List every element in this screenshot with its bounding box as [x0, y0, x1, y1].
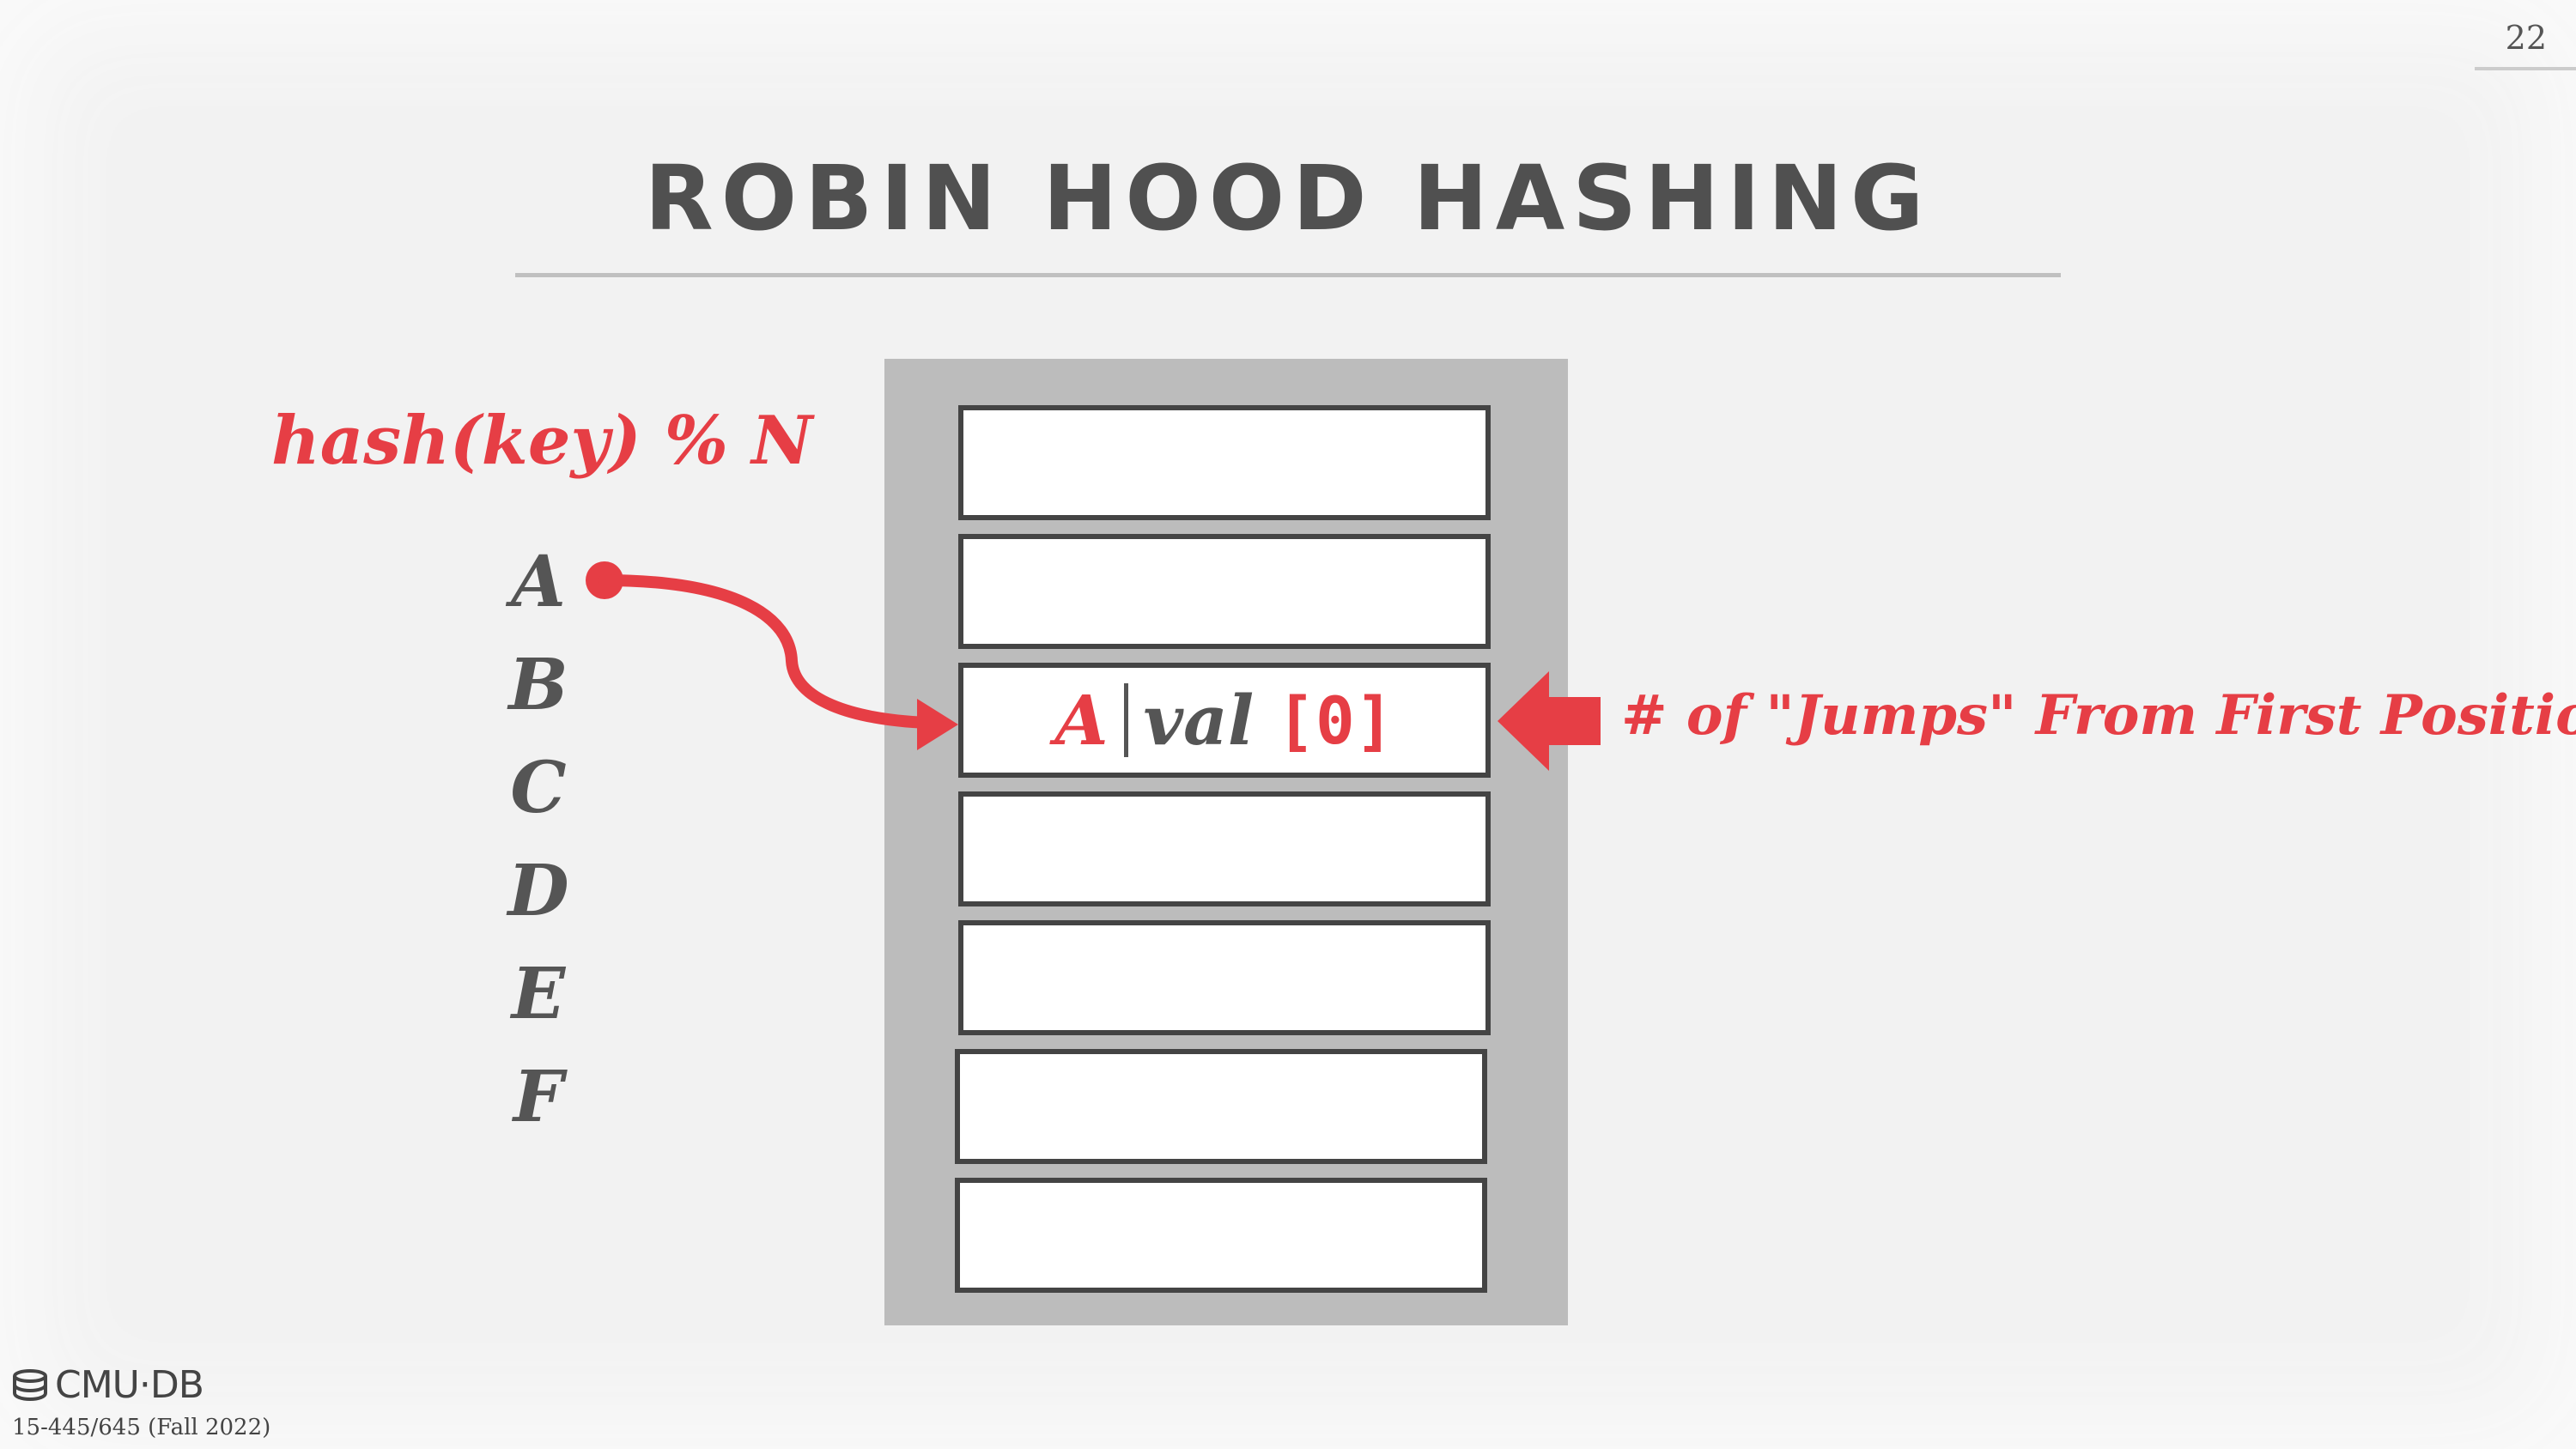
slot-entry: A val [0]	[963, 668, 1485, 773]
key-list: A B C D E F	[500, 530, 577, 1149]
cmu-db-logo: CMU·DB	[12, 1363, 204, 1407]
course-label: 15-445/645 (Fall 2022)	[12, 1415, 271, 1440]
key-b: B	[508, 644, 568, 726]
hash-mapping-arrow	[598, 574, 933, 729]
hash-slot-5	[955, 1049, 1487, 1164]
jump-count-annotation: # of "Jumps" From First Position	[1621, 683, 2576, 748]
title-underline	[515, 273, 2061, 277]
hash-slot-3	[958, 791, 1491, 906]
slide-title: ROBIN HOOD HASHING	[644, 146, 1932, 251]
hash-slot-2: A val [0]	[958, 663, 1491, 778]
key-f: F	[513, 1056, 564, 1138]
entry-separator	[1123, 683, 1128, 757]
key-a: A	[511, 541, 566, 623]
key-e: E	[511, 953, 566, 1035]
hash-slot-0	[958, 405, 1491, 520]
key-a-dot	[586, 561, 623, 599]
entry-key: A	[1054, 680, 1109, 761]
hash-slot-4	[958, 920, 1491, 1035]
logo-text: CMU·DB	[55, 1363, 204, 1407]
entry-value: val	[1143, 680, 1255, 761]
entry-jump-count: [0]	[1276, 682, 1394, 759]
page-number: 22	[2505, 19, 2547, 57]
key-c: C	[510, 747, 567, 829]
hash-slot-1	[958, 534, 1491, 649]
page-number-underline	[2475, 67, 2576, 70]
hash-slot-6	[955, 1178, 1487, 1293]
database-icon	[13, 1368, 47, 1401]
hash-function-label: hash(key) % N	[271, 402, 813, 480]
key-d: D	[507, 850, 569, 932]
